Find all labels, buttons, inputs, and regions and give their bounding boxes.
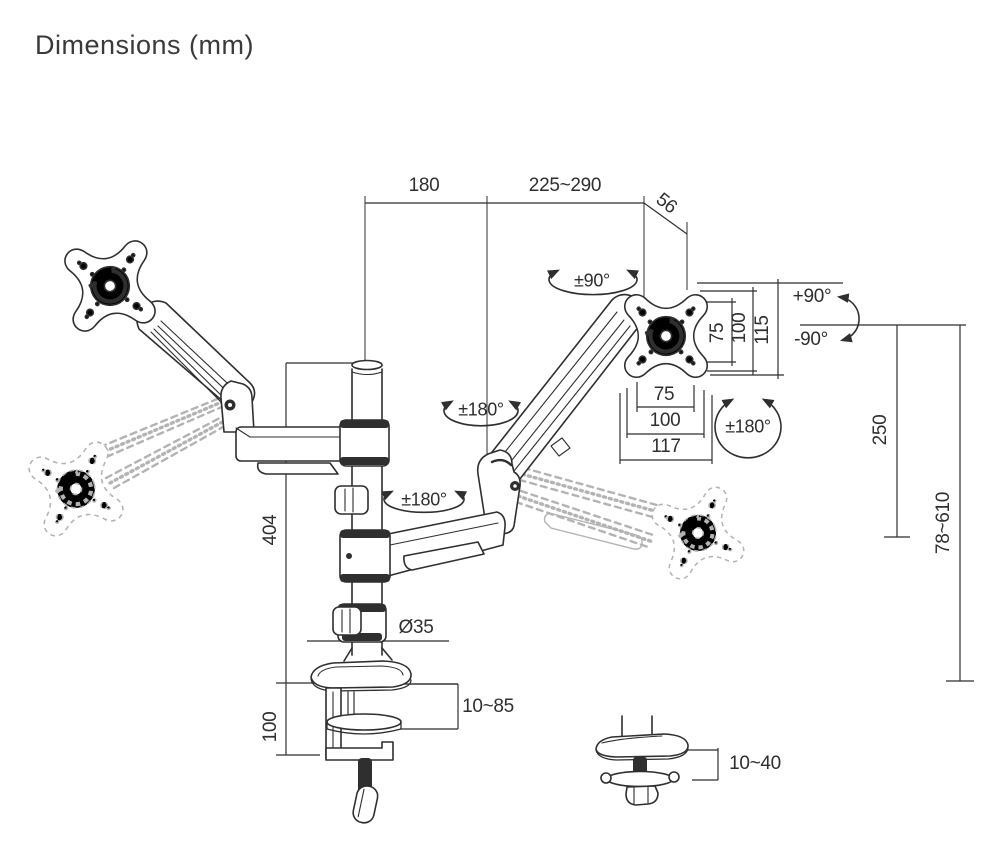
rotation-arrows — [380, 269, 860, 514]
vesa-plate-left — [63, 239, 156, 332]
dim-vesa-hole-width-100: 100 — [649, 410, 681, 431]
dimension-lines — [276, 196, 974, 781]
dim-head-plate-width: 117 — [651, 436, 681, 457]
ghost-left-arm — [88, 393, 243, 490]
lower-arm-link-right — [387, 511, 506, 577]
dim-height-adjustment-range: 78~610 — [933, 491, 954, 555]
upper-arm-link-left — [220, 380, 367, 475]
annotation-upper-arm-swivel: ±180° — [458, 399, 504, 420]
dim-clamp-bracket-height: 100 — [260, 711, 281, 743]
dim-grommet-desk-thickness: 10~40 — [729, 753, 781, 774]
dim-clamp-desk-thickness: 10~85 — [462, 696, 514, 717]
page-title: Dimensions (mm) — [35, 30, 255, 60]
annotation-head-swivel: ±90° — [574, 270, 610, 291]
dim-head-plate-height: 115 — [752, 315, 773, 345]
dim-upper-arm-length: 180 — [408, 175, 440, 196]
annotation-vesa-rotation: ±180° — [725, 416, 771, 437]
dim-vesa-hole-height-75: 75 — [707, 322, 728, 344]
ghost-vesa-plate-right — [647, 482, 749, 584]
dim-arm-extension-range: 225~290 — [528, 175, 602, 196]
ghost-right-arm — [507, 463, 673, 550]
desk-clamp — [310, 660, 412, 824]
dim-vesa-hole-height-100: 100 — [729, 312, 750, 344]
annotation-lower-arm-swivel: ±180° — [401, 489, 447, 510]
grommet-mount — [595, 715, 689, 806]
dim-pole-diameter: Ø35 — [398, 617, 434, 638]
dim-pole-usable-height: 404 — [260, 514, 281, 546]
dim-vesa-hole-width-75: 75 — [653, 384, 675, 405]
annotation-tilt-up: +90° — [792, 286, 832, 307]
dim-arm-vertical-travel: 250 — [870, 414, 891, 446]
vesa-plate-right — [625, 295, 707, 377]
annotation-tilt-down: -90° — [794, 329, 828, 350]
pole — [332, 359, 393, 662]
